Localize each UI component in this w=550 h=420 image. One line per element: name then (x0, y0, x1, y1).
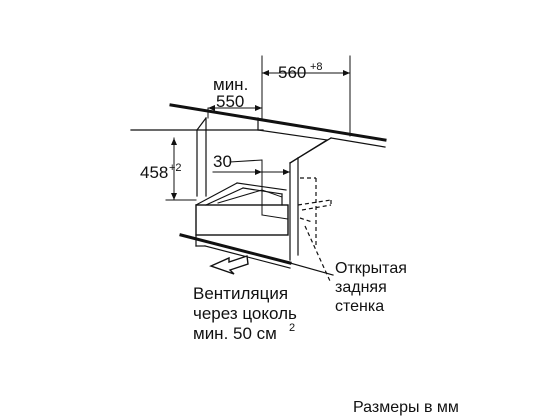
width-prefix-label: мин. (213, 75, 248, 94)
dimension-height: 458 +2 (140, 137, 197, 201)
back-wall-line3: стенка (335, 298, 384, 315)
ventilation-arrow-icon (209, 255, 249, 275)
ventilation-callout: Вентиляция через цоколь мин. 50 см 2 (193, 284, 297, 343)
depth-value-label: 560 (278, 63, 306, 82)
back-wall-callout: Открытая задняя стенка (335, 260, 407, 315)
inset-value-label: 30 (213, 152, 232, 171)
width-value-label: 550 (216, 92, 244, 111)
dimension-width: мин. 550 (207, 55, 263, 119)
depth-tolerance-label: +8 (310, 61, 323, 73)
ventilation-line2: через цоколь (193, 304, 297, 323)
dimension-depth: 560 +8 (261, 55, 351, 137)
ventilation-line3-prefix: мин. 50 см (193, 324, 277, 343)
back-wall-line1: Открытая (335, 260, 407, 277)
height-value-label: 458 (140, 163, 168, 182)
open-back-wall-lines (297, 177, 332, 282)
warming-drawer (195, 182, 289, 236)
ventilation-line1: Вентиляция (193, 284, 288, 303)
plinth (179, 233, 334, 276)
dimension-inset: 30 (212, 152, 291, 175)
ventilation-line3-superscript: 2 (289, 322, 295, 334)
back-wall-line2: задняя (335, 279, 387, 296)
units-note: Размеры в мм (353, 399, 459, 416)
height-tolerance-label: +2 (169, 162, 182, 174)
